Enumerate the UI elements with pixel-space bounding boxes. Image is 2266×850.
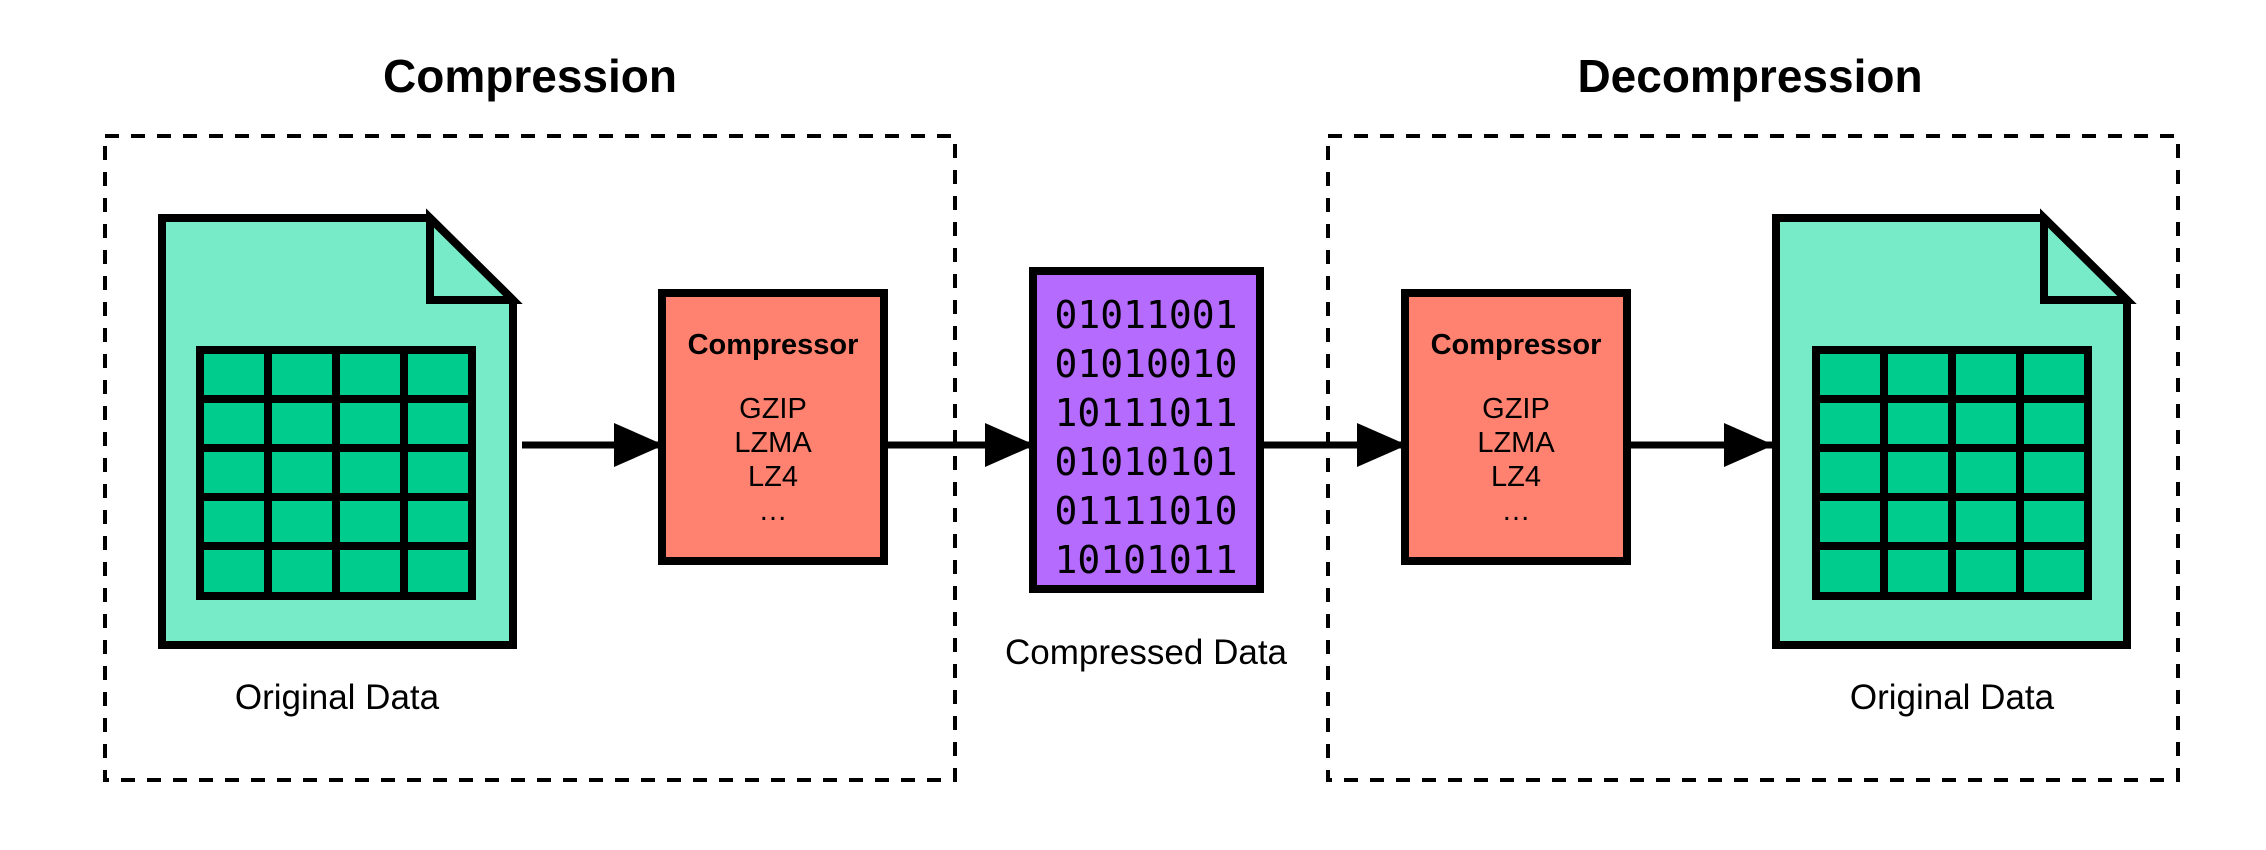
original-data-document-left (158, 208, 523, 649)
compressor-item-right: LZMA (1477, 427, 1555, 459)
compressor-title-right: Compressor (1431, 329, 1602, 361)
compressor-item-right: LZ4 (1491, 461, 1541, 493)
decompression-group-box (1326, 134, 2180, 782)
original-data-label-left: Original Data (235, 678, 440, 717)
binary-line: 01011001 (1054, 293, 1237, 337)
compression-group-box (103, 134, 957, 782)
spreadsheet-icon (1812, 346, 2092, 600)
binary-line: 10111011 (1054, 391, 1237, 435)
original-data-label-right: Original Data (1850, 678, 2055, 717)
compressor-item-right: … (1502, 495, 1531, 527)
compressor-item-left: LZMA (734, 427, 812, 459)
compressor-title-left: Compressor (688, 329, 859, 361)
compressor-box-right (1401, 289, 1631, 565)
compressor-item-left: GZIP (739, 393, 807, 425)
compressed-data-block (1029, 267, 1264, 593)
binary-line: 01010101 (1054, 440, 1237, 484)
binary-line: 10101011 (1054, 538, 1237, 582)
decompression-title: Decompression (1577, 50, 1922, 102)
binary-line: 01111010 (1054, 489, 1237, 533)
compressor-item-right: GZIP (1482, 393, 1550, 425)
spreadsheet-icon (196, 346, 476, 600)
compressor-item-left: … (759, 495, 788, 527)
compressor-item-left: LZ4 (748, 461, 798, 493)
binary-line: 01010010 (1054, 342, 1237, 386)
compressed-data-label: Compressed Data (1005, 633, 1288, 672)
compression-title: Compression (383, 50, 677, 102)
original-data-document-right (1772, 208, 2137, 649)
